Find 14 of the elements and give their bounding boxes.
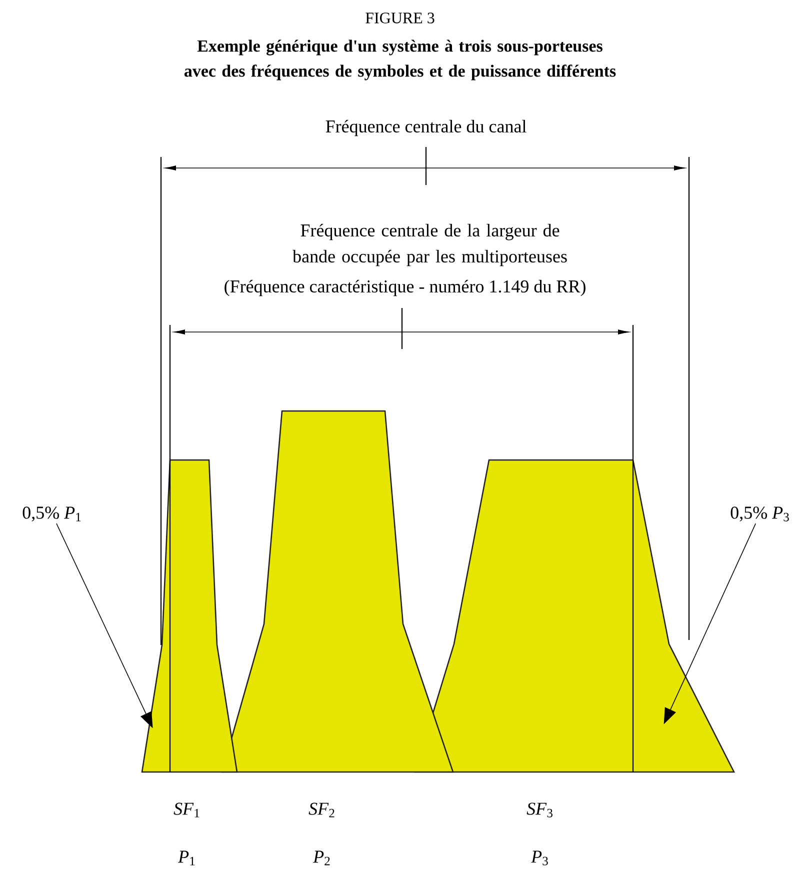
- dimension-label: (Fréquence caractéristique - numéro 1.149 du RR): [224, 280, 586, 296]
- power-label: P$_{3}$: [531, 850, 548, 866]
- figure-title: FIGURE 3: [366, 12, 434, 24]
- spectrum-shape: [141, 459, 238, 773]
- callout-text: 0,5% P$_{1}$: [22, 506, 81, 522]
- power-label: P$_{2}$: [313, 850, 330, 866]
- dimension-label: Fréquence centrale de la largeur de bande occupée par les multiporteuses: [292, 224, 567, 266]
- dimension-label: Fréquence centrale du canal: [326, 120, 526, 136]
- subcarrier-label: SF$_{1}$: [174, 802, 200, 818]
- subcarrier-label: SF$_{2}$: [308, 802, 334, 818]
- callout-text: 0,5% P$_{3}$: [730, 506, 789, 522]
- figure-heading: Exemple générique d'un système à trois sous-porteuses avec des fréquences de symboles et de puissance différents: [184, 40, 616, 80]
- power-label: P$_{1}$: [178, 850, 195, 866]
- subcarrier-label: SF$_{3}$: [526, 802, 552, 818]
